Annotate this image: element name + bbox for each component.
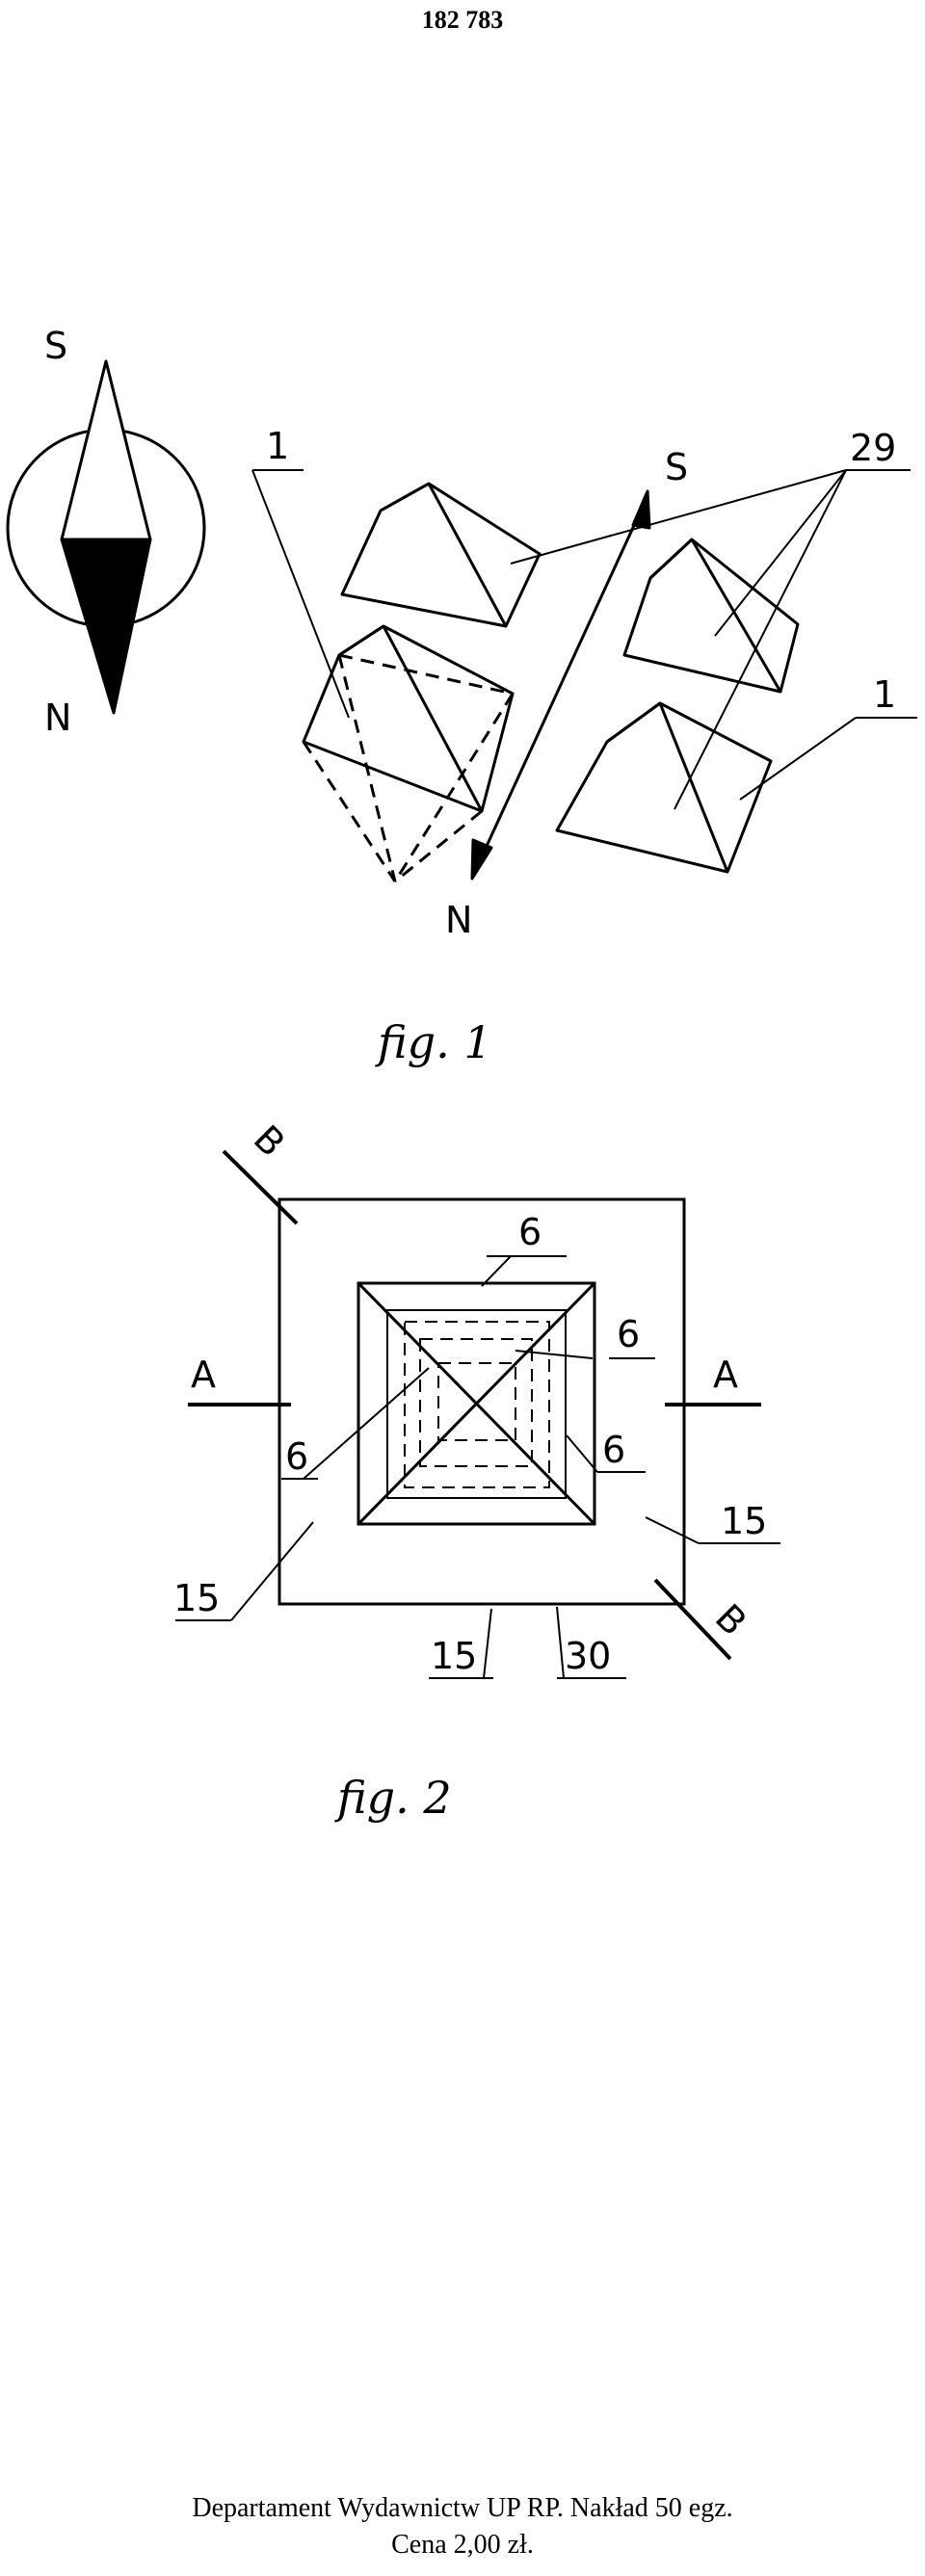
reference-6-top: 6 <box>518 1211 542 1253</box>
pyramid-top-left <box>340 482 542 628</box>
reference-30: 30 <box>565 1635 611 1677</box>
section-a-right-label: A <box>713 1354 738 1396</box>
reference-15-bottom: 15 <box>431 1635 477 1677</box>
reference-6-upper-right: 6 <box>617 1313 640 1355</box>
section-b-top-label: B <box>246 1117 294 1166</box>
page-number: 182 783 <box>421 6 504 34</box>
reference-1-left: 1 <box>266 425 289 467</box>
arrow-north-label: N <box>445 899 472 941</box>
compass-north-label: N <box>44 697 71 739</box>
reference-15-left: 15 <box>173 1577 220 1619</box>
section-a-left-label: A <box>191 1354 216 1396</box>
pyramid-bottom-right <box>555 701 773 874</box>
north-south-arrow-icon <box>470 489 651 881</box>
pyramid-middle-left <box>302 624 515 883</box>
compass-icon <box>6 359 206 715</box>
publisher-line: Departament Wydawnictw UP RP. Nakład 50 … <box>192 2493 733 2523</box>
section-b-bottom-label: B <box>707 1596 755 1644</box>
arrow-south-label: S <box>665 446 688 488</box>
reference-6-left: 6 <box>285 1435 308 1478</box>
pyramid-plan-outer <box>357 1281 596 1526</box>
base-square <box>278 1197 686 1606</box>
figure-2: A A B B 6 6 6 6 15 <box>173 1117 780 1824</box>
figure-1: S N <box>6 325 917 1068</box>
reference-1-right: 1 <box>873 673 896 716</box>
leader-lines-fig2 <box>175 1255 780 1679</box>
leader-lines-fig1 <box>251 469 917 810</box>
price-line: Cena 2,00 zł. <box>391 2530 534 2560</box>
reference-15-right: 15 <box>721 1500 767 1542</box>
compass-south-label: S <box>44 325 67 367</box>
pyramid-top-right <box>622 538 800 694</box>
figure-1-caption: fig. 1 <box>375 1016 492 1068</box>
reference-6-right: 6 <box>602 1429 625 1471</box>
reference-29: 29 <box>850 427 896 469</box>
figure-2-caption: fig. 2 <box>334 1772 452 1824</box>
